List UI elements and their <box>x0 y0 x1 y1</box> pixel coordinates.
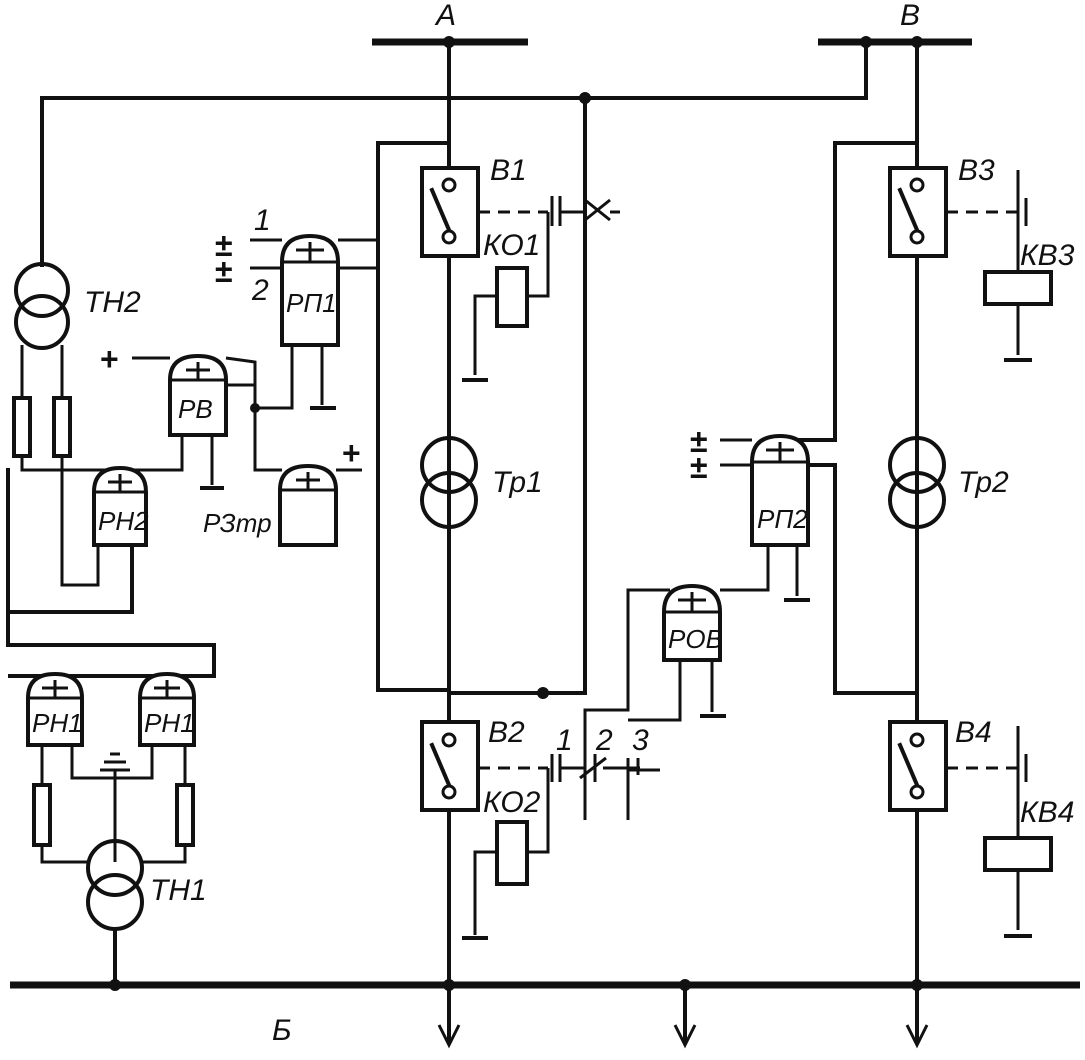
v2-label: В2 <box>488 716 525 749</box>
line-a <box>376 36 587 987</box>
relay-rp2: РП2 ± ± <box>690 423 810 602</box>
voltage-transformer-tn1: ТН1 <box>86 839 207 987</box>
ko1-label: КО1 <box>483 229 540 262</box>
feeder-arrow-3 <box>905 1024 929 1049</box>
rp1-label: РП1 <box>286 288 337 318</box>
contacts-v2: 1 2 3 <box>550 588 682 820</box>
voltage-transformer-tn2: ТН2 <box>6 262 141 614</box>
rn1-left-label: РН1 <box>32 708 83 738</box>
fuse-tn2-a <box>12 396 32 458</box>
relay-rn1-left: РН1 <box>26 671 84 747</box>
rp2-plus-minus-1: ± <box>690 423 708 459</box>
breaker-v1: В1 <box>420 154 548 258</box>
feeder-arrow-1 <box>437 1024 461 1049</box>
rp2-plus-minus-2: ± <box>690 449 708 485</box>
rv-label: РВ <box>178 394 213 424</box>
ko2-label: КО2 <box>483 786 541 819</box>
tn2-label: ТН2 <box>84 286 141 319</box>
contact-1-mid: 1 <box>556 724 573 757</box>
kv3-label: КВ3 <box>1020 239 1075 272</box>
bus-bottom: Б <box>10 979 1080 1049</box>
feeder-arrow-2 <box>673 1024 697 1049</box>
contacts-v1 <box>550 196 620 226</box>
rn2-label: РН2 <box>98 506 149 536</box>
relay-rov: РОВ <box>662 583 726 718</box>
fuse-tn1-a <box>32 783 52 847</box>
relay-rn2: РН2 <box>92 465 149 547</box>
coil-kv4: КВ4 <box>983 782 1074 938</box>
tn1-label: ТН1 <box>150 874 207 907</box>
coil-ko1: КО1 <box>462 212 550 382</box>
breaker-v2: В2 <box>420 716 548 812</box>
coil-kv3: КВ3 <box>983 226 1075 362</box>
tr1-label: Тр1 <box>492 466 543 499</box>
fuse-tn1-b <box>175 783 195 847</box>
bus-a: A <box>372 0 528 46</box>
kv4-label: КВ4 <box>1020 796 1074 829</box>
v3-label: В3 <box>958 154 995 187</box>
transformer-tr1: Тр1 <box>420 436 543 529</box>
relay-rv: РВ + <box>100 341 282 490</box>
transformer-tr2: Тр2 <box>888 436 1009 529</box>
breaker-v4: В4 <box>888 716 1028 812</box>
tn1-wiring <box>32 745 195 864</box>
bus-a-label: A <box>434 0 456 32</box>
breaker-v3: В3 <box>888 154 1028 258</box>
tr2-label: Тр2 <box>958 466 1009 499</box>
bus-b: B <box>818 0 972 46</box>
rz-tr-plus: + <box>342 435 361 471</box>
bus-bottom-label: Б <box>272 1014 292 1047</box>
rp1-plus-minus-1: ± <box>215 227 233 263</box>
relay-rz-tr: РЗтр + <box>203 435 362 547</box>
contact-2-mid: 2 <box>595 724 613 757</box>
contact-1-top: 1 <box>254 204 271 237</box>
contact-3-mid: 3 <box>632 724 649 757</box>
rn1-right-label: РН1 <box>144 708 195 738</box>
rp2-label: РП2 <box>757 504 808 534</box>
rz-tr-label: РЗтр <box>203 508 272 538</box>
v4-label: В4 <box>955 716 992 749</box>
rp1-plus-minus-2: ± <box>215 253 233 289</box>
rov-label: РОВ <box>668 624 723 654</box>
coil-ko2: КО2 <box>462 768 550 940</box>
relay-rn1-right: РН1 <box>138 671 196 747</box>
bus-b-label: B <box>900 0 920 32</box>
fuse-tn2-b <box>52 396 72 458</box>
rv-plus: + <box>100 341 119 377</box>
v1-label: В1 <box>490 154 527 187</box>
tn2-supply <box>40 36 872 267</box>
relay-rp1: РП1 1 2 ± ± <box>215 204 378 410</box>
contact-2-top: 2 <box>251 274 269 307</box>
